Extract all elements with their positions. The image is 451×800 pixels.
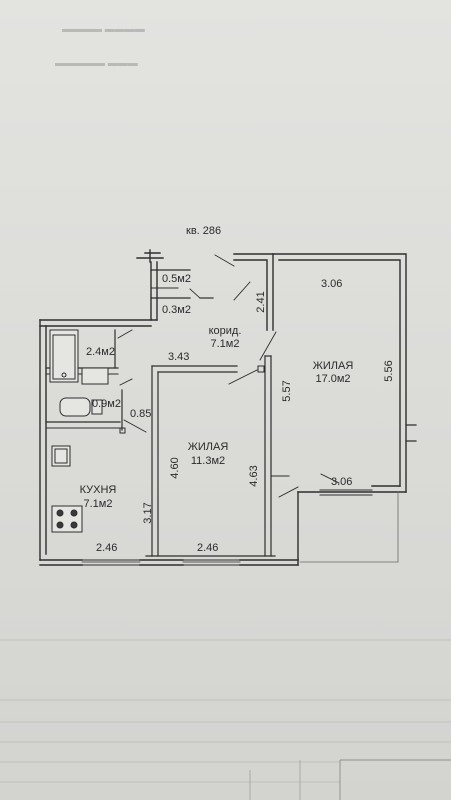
- washbasin: [81, 367, 109, 385]
- dimension-306-top: 3.06: [321, 278, 343, 290]
- dimension-460: 4.60: [169, 457, 181, 479]
- bleed-through-text: ▬▬▬▬ ▬▬▬▬: [62, 24, 145, 35]
- closet-area: 0.3м2: [162, 304, 191, 316]
- toilet-bowl: [59, 397, 103, 417]
- dimension-317: 3.17: [142, 502, 154, 524]
- kitchen-area: 7.1м2: [83, 498, 113, 510]
- dimension-241: 2.41: [255, 291, 267, 313]
- dimension-306-balcony: 3.06: [331, 476, 353, 488]
- apartment-number: кв. 286: [186, 225, 222, 237]
- sink: [51, 445, 71, 467]
- vestibule-area: 0.5м2: [162, 273, 191, 285]
- corridor-area: 7.1м2: [210, 338, 240, 350]
- bathtub: [49, 329, 79, 383]
- dimension-085: 0.85: [130, 408, 152, 420]
- outer-walls: [39, 249, 417, 566]
- dimension-557: 5.57: [281, 380, 293, 402]
- living-large-name: ЖИЛАЯ: [312, 360, 354, 372]
- bath-area: 2.4м2: [86, 346, 115, 358]
- shafts: [119, 365, 265, 434]
- kitchen-name: КУХНЯ: [79, 484, 117, 496]
- living-large-area: 17.0м2: [315, 373, 351, 385]
- door-swings: [117, 254, 340, 498]
- dimension-246-kitchen: 2.46: [96, 542, 118, 554]
- windows: [81, 491, 373, 563]
- living-small-area: 11.3м2: [190, 455, 226, 467]
- dimension-556: 5.56: [383, 360, 395, 382]
- dimension-343: 3.43: [168, 351, 190, 363]
- toilet-area: 0.9м2: [92, 398, 121, 410]
- dimension-246-room: 2.46: [197, 542, 219, 554]
- stove: [51, 505, 83, 533]
- living-small-name: ЖИЛАЯ: [187, 441, 229, 453]
- corridor-name: корид.: [208, 325, 242, 337]
- dimension-463: 4.63: [248, 465, 260, 487]
- form-rules: [0, 639, 451, 800]
- bleed-through-text: ▬▬▬▬▬ ▬▬▬: [55, 58, 138, 69]
